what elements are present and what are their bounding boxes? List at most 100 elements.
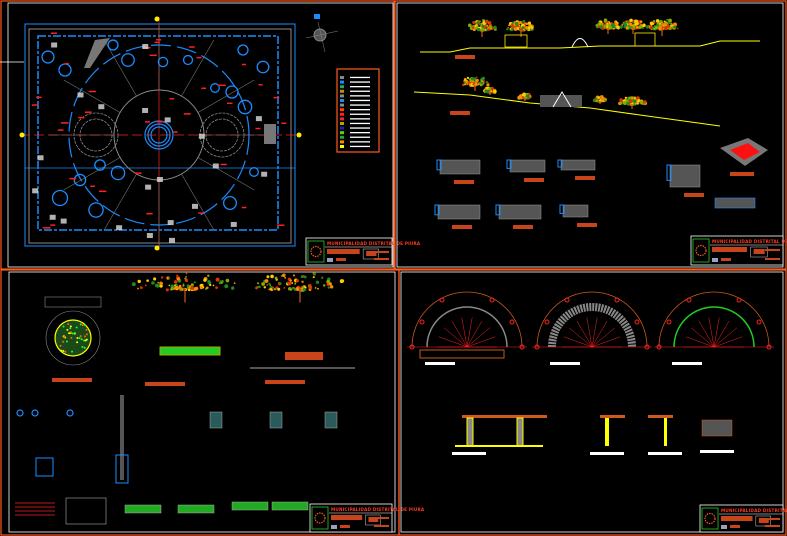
foliage [632, 20, 635, 23]
foliage [300, 275, 304, 279]
foliage [488, 87, 492, 91]
radial-axis [466, 327, 491, 348]
section-marker-icon [154, 16, 160, 22]
foliage [289, 279, 292, 282]
planter-bubble [249, 167, 259, 177]
legend-symbol [340, 117, 344, 121]
side-plaza [73, 112, 119, 158]
foliage [480, 79, 484, 83]
annotation-tag [84, 111, 92, 113]
bench-symbol [167, 220, 174, 226]
bench-symbol [146, 233, 153, 239]
radial-axis [690, 327, 715, 348]
radial-axis [591, 327, 616, 348]
date-field [730, 525, 740, 528]
side-plaza [205, 118, 239, 152]
foliage [475, 76, 478, 79]
foliage [200, 283, 204, 287]
foliage [220, 281, 223, 284]
foliage [611, 24, 616, 29]
legend-symbol [340, 99, 344, 102]
foliage [464, 78, 467, 81]
municipal-logo-icon [695, 244, 707, 257]
axis-bubble [509, 319, 515, 325]
foliage [256, 282, 260, 285]
foliage [472, 21, 476, 25]
foliage [518, 94, 523, 99]
semicircle-plans [407, 291, 774, 455]
foliage [633, 97, 636, 100]
foliage [266, 284, 269, 286]
logo-frame [307, 240, 325, 263]
foliage [274, 276, 278, 280]
foliage [199, 286, 204, 290]
legend-label [350, 95, 370, 97]
foliage [59, 344, 62, 347]
foliage [489, 24, 492, 27]
tree-details [15, 271, 355, 525]
foliage [79, 323, 82, 326]
bench-detail [177, 504, 215, 514]
foliage [69, 327, 72, 330]
annotation-tag [50, 224, 56, 226]
foliage [486, 24, 489, 27]
foliage [487, 28, 491, 31]
foliage [64, 350, 67, 353]
foliage [624, 96, 627, 99]
foliage [673, 25, 677, 29]
floor-line [455, 445, 543, 447]
radial-path [63, 79, 121, 113]
foliage [231, 286, 235, 290]
foliage [80, 338, 83, 341]
bench-symbol [164, 117, 171, 123]
foliage [513, 24, 516, 26]
foliage [151, 281, 155, 285]
foliage [479, 26, 482, 29]
planter-bubble [110, 165, 126, 181]
sheet-number-box [750, 246, 768, 258]
foliage [476, 78, 479, 82]
dimension-marker [434, 204, 440, 216]
foliage [474, 79, 477, 82]
detail-title [575, 176, 595, 180]
foliage [600, 22, 604, 27]
bench-symbol [51, 42, 58, 48]
scale-field [765, 518, 780, 520]
annotation-tag [220, 163, 227, 166]
detail-title [684, 193, 704, 197]
axis-bubble [666, 319, 672, 325]
logo-frame [692, 238, 710, 263]
drawn-field [765, 525, 780, 527]
foliage [642, 23, 646, 28]
date-field [336, 258, 346, 261]
arc-axis [658, 291, 770, 348]
foliage [519, 21, 522, 24]
annotation-tag [135, 172, 142, 174]
foliage [329, 285, 334, 289]
foliage [639, 22, 641, 25]
bench-symbol [212, 163, 219, 169]
foliage [595, 23, 599, 27]
legend-label [350, 81, 370, 83]
foliage [643, 100, 647, 104]
foliage [632, 25, 636, 29]
project-name-block [327, 249, 360, 254]
foliage [155, 284, 160, 288]
foliage [525, 94, 530, 98]
annotation-tag [64, 62, 69, 65]
foliage [160, 276, 164, 279]
bench-symbol [37, 155, 44, 161]
annotation-tag [241, 206, 247, 209]
planter-bubble [225, 85, 239, 99]
foliage [326, 279, 331, 284]
radial-axis [466, 320, 483, 348]
foliage [467, 23, 472, 28]
plan-title [550, 362, 580, 365]
planter-bubble [58, 63, 72, 77]
foliage [628, 25, 631, 28]
bench-symbol [191, 203, 198, 209]
radial-axis [568, 327, 593, 348]
planter-elevation [44, 296, 102, 308]
foliage [465, 83, 468, 85]
